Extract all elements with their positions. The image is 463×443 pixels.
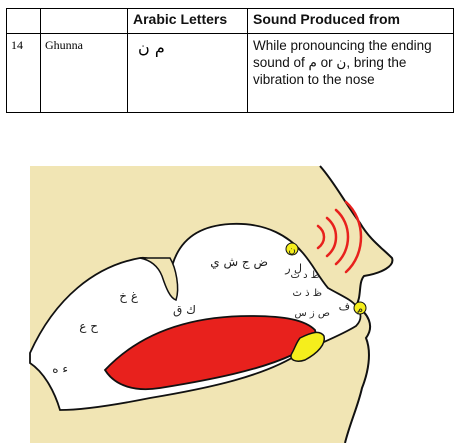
header-arabic-letters: Arabic Letters <box>127 8 248 34</box>
nasal-dot-lower-icon <box>353 301 367 315</box>
table-header-row: Arabic Letters Sound Produced from <box>6 8 454 34</box>
label-t-d: ط د ت <box>291 270 320 281</box>
label-palate-mid: ض ج ش ي <box>210 255 268 270</box>
header-arabic-letters-label: Arabic Letters <box>133 11 228 27</box>
header-number <box>6 8 41 34</box>
nasal-dot-upper-icon <box>285 242 299 256</box>
header-term <box>40 8 128 34</box>
vibration-arc-3 <box>334 208 350 266</box>
vibration-arc-2 <box>325 216 338 258</box>
row-description: While pronouncing the ending sound of م … <box>247 33 454 113</box>
label-throat-mid: ح ع <box>79 319 98 333</box>
row-letters-text: م ن <box>138 38 165 57</box>
label-throat-deep: ء ه <box>52 362 68 376</box>
label-l-r: ل ر <box>284 262 302 275</box>
nasal-dot-lower-letter: م <box>357 304 363 315</box>
row-term: Ghunna <box>40 33 128 113</box>
row-term-text: Ghunna <box>45 38 83 52</box>
row-number-text: 14 <box>11 38 23 52</box>
header-sound-label: Sound Produced from <box>253 11 400 27</box>
label-th: ظ ذ ث <box>293 288 322 299</box>
label-palate-back: ك ق <box>173 303 196 317</box>
row-description-text: While pronouncing the ending sound of م … <box>253 38 432 87</box>
label-s-z: ص ز س <box>295 308 330 319</box>
label-throat-top: غ خ <box>119 289 139 303</box>
soft-palate <box>139 257 179 301</box>
row-letters: م ن <box>127 33 248 113</box>
row-number: 14 <box>6 33 41 113</box>
vibration-arc-1 <box>316 224 326 250</box>
table-row: 14 Ghunna م ن While pronouncing the endi… <box>6 33 454 113</box>
lower-lip <box>290 331 326 362</box>
nasal-dot-upper-letter: ن <box>288 245 295 256</box>
ghunna-table: Arabic Letters Sound Produced from 14 Gh… <box>6 8 454 113</box>
label-f: ف <box>339 300 350 313</box>
nasal-vibration-icon <box>316 200 363 274</box>
mouth-articulation-diagram: ن م ء ه ح ع غ خ ك ق ض ج ش ي ل ر ط د ت ظ … <box>29 165 394 443</box>
vibration-arc-4 <box>344 200 363 274</box>
header-sound-produced: Sound Produced from <box>247 8 454 34</box>
